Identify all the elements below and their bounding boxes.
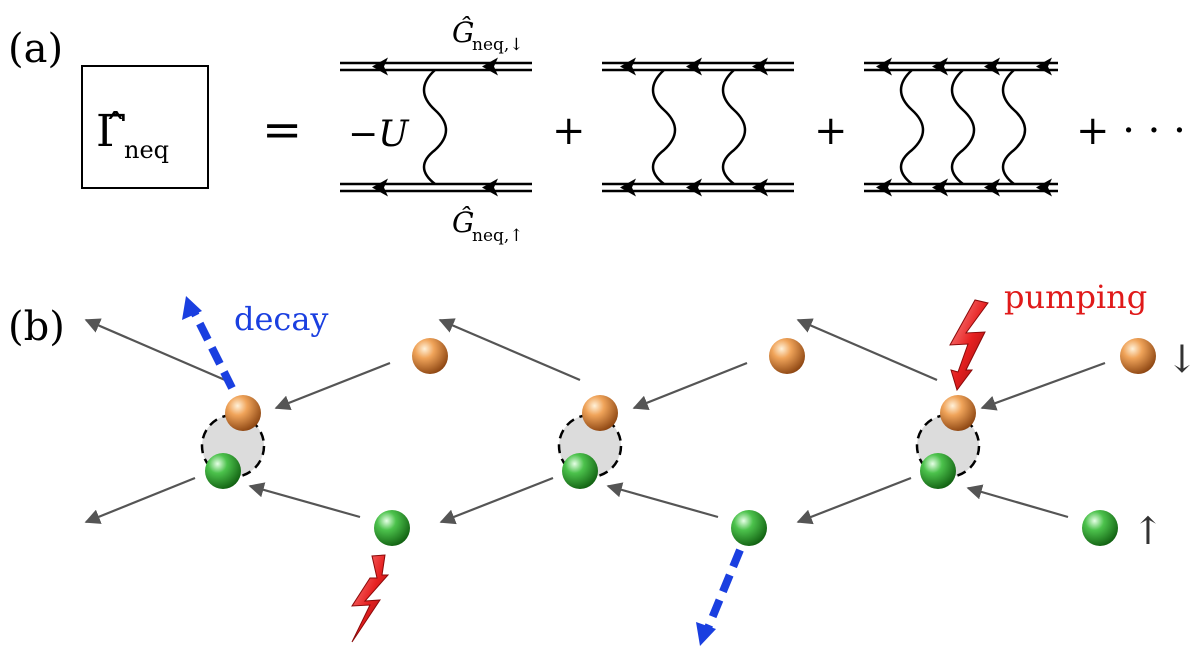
hopping-arrow xyxy=(274,361,391,411)
panel-b-label: (b) xyxy=(8,304,65,350)
propagator-arrowhead xyxy=(876,57,892,76)
hopping-arrow xyxy=(796,476,912,525)
spin-up-particle xyxy=(1082,510,1118,546)
propagator-arrowhead xyxy=(752,57,768,76)
top-propagator-label: Ĝ xyxy=(452,15,474,49)
propagator-arrowhead xyxy=(876,178,892,197)
propagator-arrowhead xyxy=(1036,57,1052,76)
hopping-arrow xyxy=(796,318,938,382)
hopping-arrow xyxy=(606,482,719,519)
interaction-wavy-line xyxy=(721,69,747,185)
propagator-arrowhead xyxy=(620,178,636,197)
decay-arrow-up xyxy=(182,296,236,390)
bottom-propagator-label: Ĝ xyxy=(452,205,474,239)
spin-up-particle xyxy=(374,510,410,546)
spin-up-particle xyxy=(731,510,767,546)
propagator-arrowhead xyxy=(686,178,702,197)
decay-arrow-down xyxy=(696,548,744,646)
propagator-arrowhead xyxy=(686,57,702,76)
spin-down-particle xyxy=(225,395,261,431)
panel-a-label: (a) xyxy=(8,26,63,72)
ladder-diagram-2 xyxy=(602,57,794,197)
propagator-arrowhead xyxy=(482,57,498,76)
propagator-arrowhead xyxy=(482,178,498,197)
hopping-arrow xyxy=(632,361,748,411)
spin-down-particle xyxy=(940,395,976,431)
decay-label: decay xyxy=(234,300,329,338)
spin-up-particle xyxy=(920,453,956,489)
panel-a: (a) Γ̂ neq = −U Ĝ neq,↓ Ĝ neq,↑ + xyxy=(8,15,1186,246)
ladder-diagram-1: −U xyxy=(340,57,532,197)
propagator-arrowhead xyxy=(752,178,768,197)
spin-up-symbol: ↑ xyxy=(1132,509,1164,553)
propagator-arrowhead xyxy=(984,178,1000,197)
interaction-wavy-line xyxy=(1001,69,1027,185)
spin-down-particle xyxy=(769,338,805,374)
hopping-arrow xyxy=(966,484,1069,519)
propagator-arrowhead xyxy=(1036,178,1052,197)
interaction-wavy-line xyxy=(422,69,448,185)
propagator-arrowhead xyxy=(372,178,388,197)
propagator-arrowhead xyxy=(620,57,636,76)
pumping-lightning-icon xyxy=(351,554,390,643)
pumping-label: pumping xyxy=(1004,278,1147,316)
gamma-symbol: Γ̂ xyxy=(96,106,127,157)
interaction-wavy-line xyxy=(950,69,976,185)
gamma-box xyxy=(81,65,209,189)
propagator-arrowhead xyxy=(984,57,1000,76)
gamma-subscript: neq xyxy=(124,136,169,164)
top-propagator-subscript: neq,↓ xyxy=(472,35,524,55)
hopping-arrow xyxy=(980,361,1106,411)
hopping-arrow xyxy=(84,318,226,382)
plus-sign-1: + xyxy=(552,108,586,154)
equals-sign: = xyxy=(262,102,302,158)
spin-down-symbol: ↓ xyxy=(1166,337,1198,381)
bottom-propagator-subscript: neq,↑ xyxy=(472,226,524,246)
pumping-lightning-icon xyxy=(949,299,989,392)
propagator-arrowhead xyxy=(372,57,388,76)
hopping-arrow xyxy=(438,318,581,382)
spin-up-particle xyxy=(562,453,598,489)
hopping-arrow xyxy=(439,476,554,525)
minus-u-label: −U xyxy=(348,114,410,155)
hopping-arrow xyxy=(84,476,196,524)
propagator-arrowhead xyxy=(932,57,948,76)
hopping-arrow xyxy=(248,482,361,519)
plus-sign-2: + xyxy=(814,108,848,154)
plus-ellipsis: + · · · xyxy=(1076,108,1186,154)
spin-down-particle xyxy=(412,338,448,374)
interaction-wavy-line xyxy=(651,69,677,185)
spin-up-particle xyxy=(205,453,241,489)
ladder-diagram-3 xyxy=(864,57,1058,197)
interaction-wavy-line xyxy=(899,69,925,185)
panel-b: (b) xyxy=(8,278,1198,646)
spin-down-particle xyxy=(582,395,618,431)
spin-down-particle xyxy=(1120,338,1156,374)
propagator-arrowhead xyxy=(932,178,948,197)
